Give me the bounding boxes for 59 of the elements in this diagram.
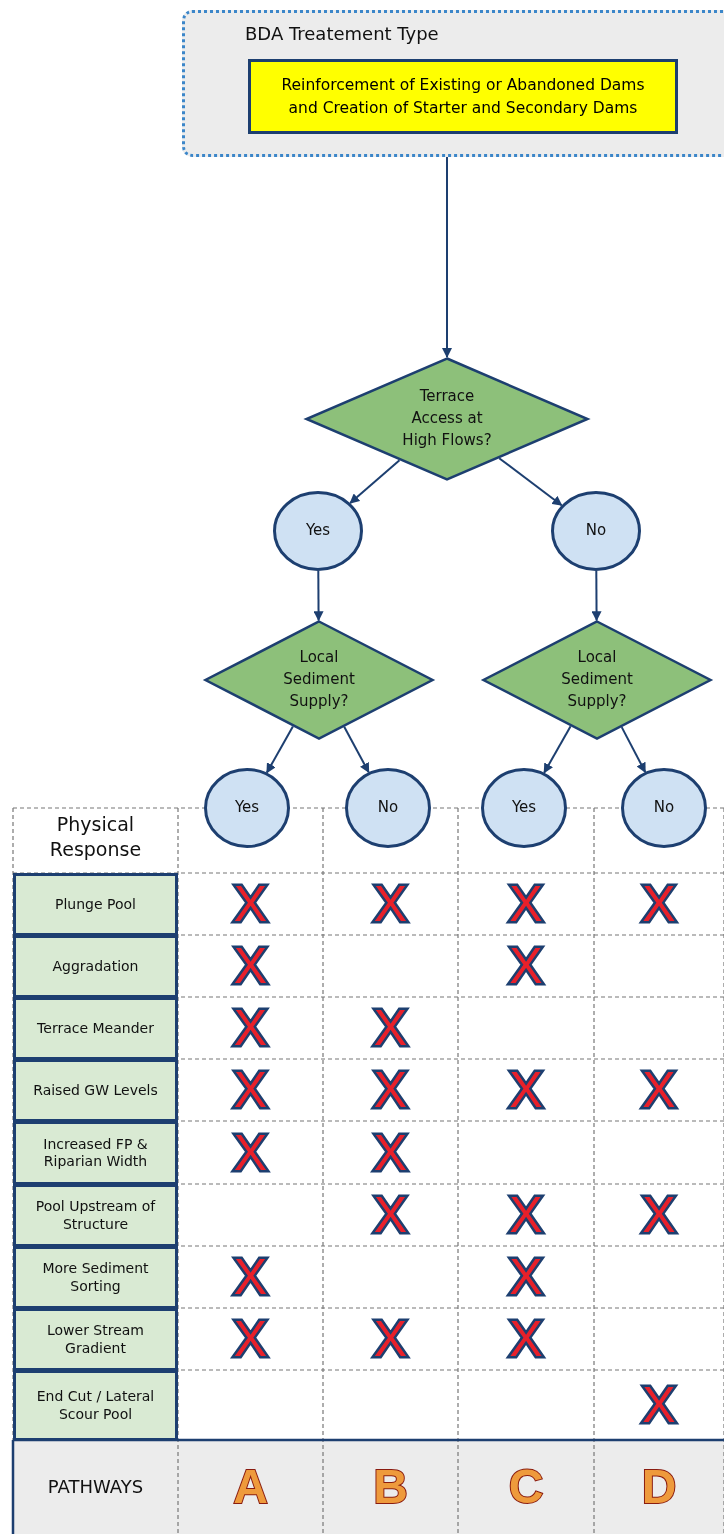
- check-mark: X: [233, 946, 268, 986]
- check-mark: X: [233, 1008, 268, 1048]
- row-label: Terrace Meander: [13, 997, 178, 1060]
- arrow: [498, 457, 563, 507]
- check-mark: X: [509, 1257, 543, 1297]
- check-mark: X: [373, 1132, 408, 1173]
- answer-text: No: [585, 520, 607, 542]
- check-mark: X: [233, 1132, 268, 1173]
- row-label: Plunge Pool: [13, 873, 178, 936]
- answer-text: Yes: [511, 797, 537, 819]
- arrow: [343, 725, 370, 774]
- answer-text: No: [377, 797, 399, 819]
- row-header: PATHWAYS: [47, 1475, 144, 1499]
- question-text: Local Sediment Supply?: [560, 647, 634, 712]
- arrow: [349, 459, 401, 505]
- column-header: Physical Response: [48, 812, 143, 862]
- arrow: [591, 570, 602, 622]
- check-mark: X: [642, 1195, 676, 1235]
- arrow: [313, 570, 324, 622]
- answer-text: Yes: [305, 520, 331, 542]
- check-mark: X: [509, 946, 543, 986]
- answer-text: Yes: [234, 797, 260, 819]
- pathway-letter: A: [233, 1467, 268, 1507]
- question-text: Local Sediment Supply?: [282, 647, 356, 712]
- arrow: [442, 156, 452, 358]
- check-mark: X: [642, 1070, 676, 1110]
- check-mark: X: [233, 884, 268, 924]
- arrow: [620, 726, 647, 773]
- row-label: Raised GW Levels: [13, 1059, 178, 1122]
- question-text: Terrace Access at High Flows?: [401, 386, 493, 451]
- check-mark: X: [233, 1319, 268, 1359]
- arrow: [543, 725, 572, 774]
- check-mark: X: [373, 1195, 408, 1235]
- pathway-letter: B: [373, 1467, 408, 1507]
- row-label: Aggradation: [13, 935, 178, 998]
- group-title: BDA Treatement Type: [245, 23, 439, 44]
- check-mark: X: [233, 1070, 268, 1110]
- row-label: Lower Stream Gradient: [13, 1308, 178, 1371]
- check-mark: X: [642, 1385, 676, 1425]
- check-mark: X: [373, 1319, 408, 1359]
- check-mark: X: [373, 1008, 408, 1048]
- row-label: Pool Upstream of Structure: [13, 1184, 178, 1247]
- check-mark: X: [509, 884, 543, 924]
- check-mark: X: [373, 884, 408, 924]
- pathway-letter: D: [641, 1467, 677, 1507]
- check-mark: X: [509, 1195, 543, 1235]
- check-mark: X: [509, 1070, 543, 1110]
- answer-text: No: [653, 797, 675, 819]
- row-label: End Cut / Lateral Scour Pool: [13, 1370, 178, 1441]
- arrow: [265, 725, 294, 774]
- check-mark: X: [373, 1070, 408, 1110]
- treatment-box: Reinforcement of Existing or Abandoned Dams and Creation of Starter and Secondary Dams: [248, 59, 678, 134]
- group-panel: [182, 10, 724, 157]
- check-mark: X: [642, 884, 676, 924]
- row-label: More Sediment Sorting: [13, 1246, 178, 1309]
- row-label: Increased FP & Riparian Width: [13, 1121, 178, 1185]
- pathway-letter: C: [508, 1467, 544, 1507]
- check-mark: X: [509, 1319, 543, 1359]
- check-mark: X: [233, 1257, 268, 1297]
